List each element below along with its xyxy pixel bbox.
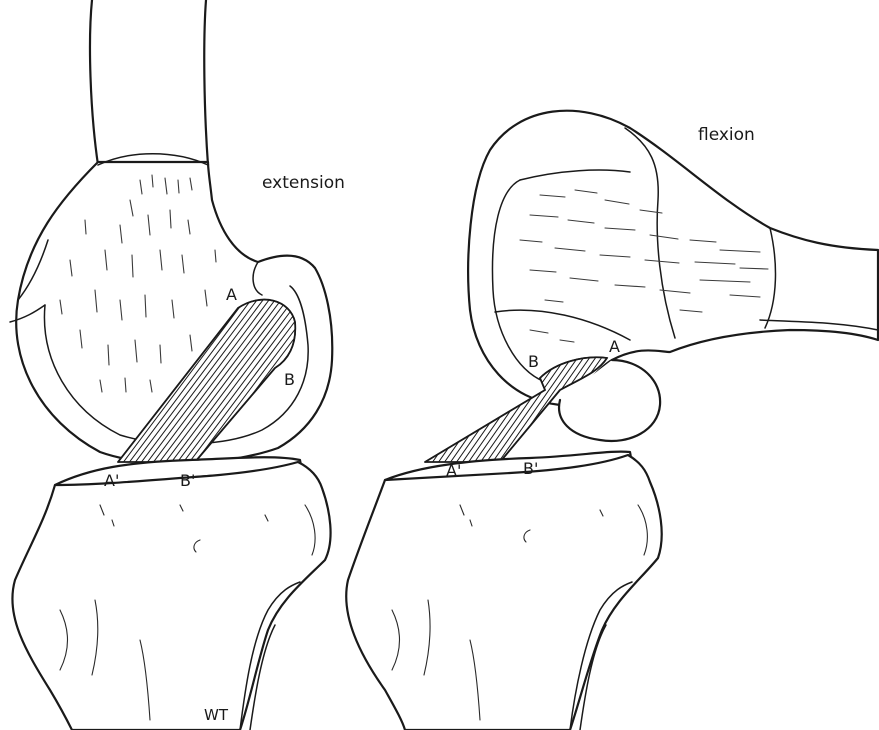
flexion-label: flexion [698,125,755,145]
artist-signature: WT [204,706,229,724]
extension-point-b: B [284,370,295,389]
femur-shaft-left [90,0,208,165]
extension-point-a-prime: A' [104,471,119,490]
flexion-point-a: A [609,337,620,356]
flexion-point-b: B [528,352,539,371]
extension-point-b-prime: B' [180,471,195,490]
flexion-panel: flexion A B A' B' [330,111,878,730]
flexion-point-b-prime: B' [523,459,538,478]
extension-point-a: A [226,285,237,304]
extension-label: extension [262,173,345,193]
tibia-left [12,462,330,730]
flexion-point-a-prime: A' [446,461,461,480]
